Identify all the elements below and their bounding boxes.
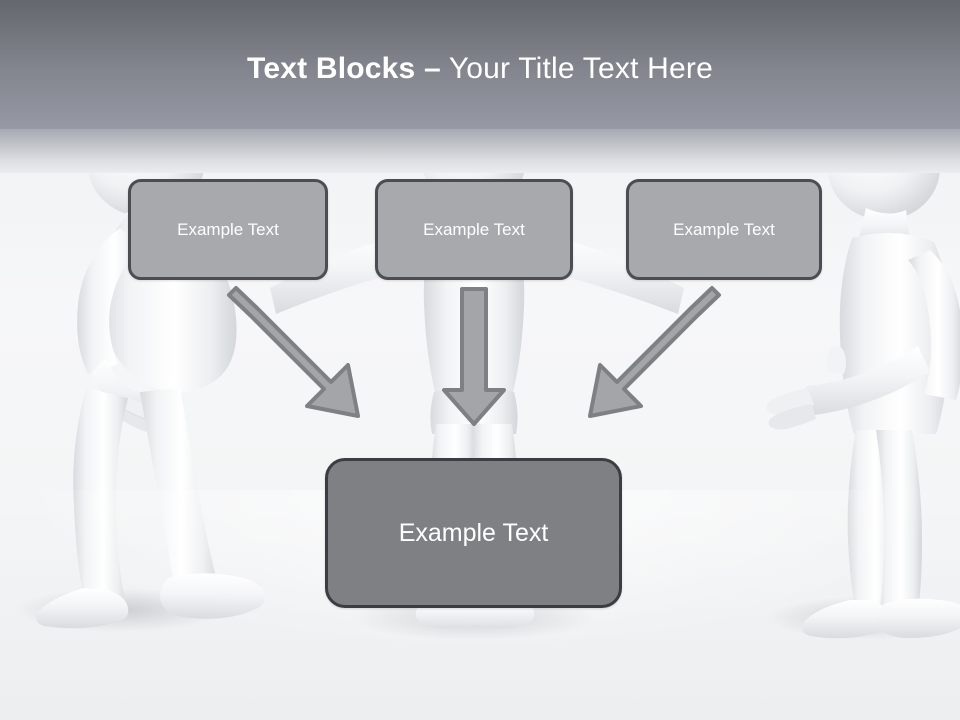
header-band bbox=[0, 0, 960, 129]
header-fade bbox=[0, 129, 960, 173]
slide-title: Text Blocks – Your Title Text Here bbox=[0, 52, 960, 86]
text-block-3[interactable]: Example Text bbox=[626, 179, 822, 280]
slide-title-regular-part: Your Title Text Here bbox=[440, 52, 713, 85]
text-block-1-label: Example Text bbox=[177, 219, 279, 239]
result-text-block[interactable]: Example Text bbox=[325, 458, 622, 608]
text-block-2-label: Example Text bbox=[423, 219, 525, 239]
result-text-block-label: Example Text bbox=[398, 518, 549, 547]
text-block-3-label: Example Text bbox=[673, 219, 775, 239]
text-block-1[interactable]: Example Text bbox=[128, 179, 328, 280]
slide-title-bold-part: Text Blocks – bbox=[247, 52, 441, 85]
text-block-2[interactable]: Example Text bbox=[375, 179, 573, 280]
